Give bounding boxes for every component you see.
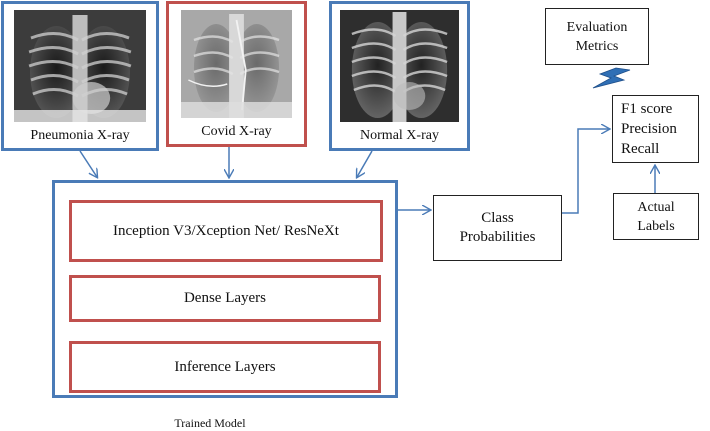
trained-model-caption: Trained Model <box>174 416 246 430</box>
actual-labels-line1: Actual <box>637 199 675 215</box>
trained-model-box: Inception V3/Xception Net/ ResNeXt Dense… <box>52 180 398 398</box>
inference-layers-label: Inference Layers <box>174 358 276 375</box>
pneumonia-xray-image <box>14 10 146 122</box>
evaluation-metrics-line2: Metrics <box>575 38 619 54</box>
dense-layers-label: Dense Layers <box>183 290 267 306</box>
inference-layers-box: Inference Layers <box>69 341 381 393</box>
pneumonia-xray-panel: Pneumonia X-ray <box>1 1 159 151</box>
evaluation-metrics-box: Evaluation Metrics <box>545 8 649 65</box>
dense-layers-box: Dense Layers <box>69 275 381 322</box>
metric-f1-score: F1 score <box>621 101 673 117</box>
class-probabilities-line1: Class <box>481 210 514 226</box>
covid-xray-panel: Covid X-ray <box>166 1 307 147</box>
normal-xray-panel: Normal X-ray <box>329 1 470 151</box>
metric-precision: Precision <box>621 121 677 137</box>
arrow-class-probabilities-to-metrics <box>562 129 609 214</box>
covid-xray-label: Covid X-ray <box>201 124 272 139</box>
metric-recall: Recall <box>621 141 660 157</box>
class-probabilities-box: Class Probabilities <box>433 195 562 261</box>
arrow-pneumonia-to-model <box>79 150 97 177</box>
backbone-layer-box: Inception V3/Xception Net/ ResNeXt <box>69 200 383 262</box>
evaluation-metrics-line1: Evaluation <box>566 19 628 35</box>
normal-xray-image <box>340 10 459 122</box>
arrow-normal-to-model <box>357 150 373 177</box>
actual-labels-box: Actual Labels <box>613 193 699 240</box>
backbone-layer-label: Inception V3/Xception Net/ ResNeXt <box>113 222 339 239</box>
metrics-box: F1 score Precision Recall <box>612 95 699 163</box>
actual-labels-line2: Labels <box>637 218 675 234</box>
class-probabilities-line2: Probabilities <box>459 229 536 245</box>
normal-xray-label: Normal X-ray <box>360 128 439 143</box>
covid-xray-image <box>181 10 292 118</box>
pneumonia-xray-label: Pneumonia X-ray <box>30 128 130 143</box>
lightning-icon <box>592 67 631 89</box>
